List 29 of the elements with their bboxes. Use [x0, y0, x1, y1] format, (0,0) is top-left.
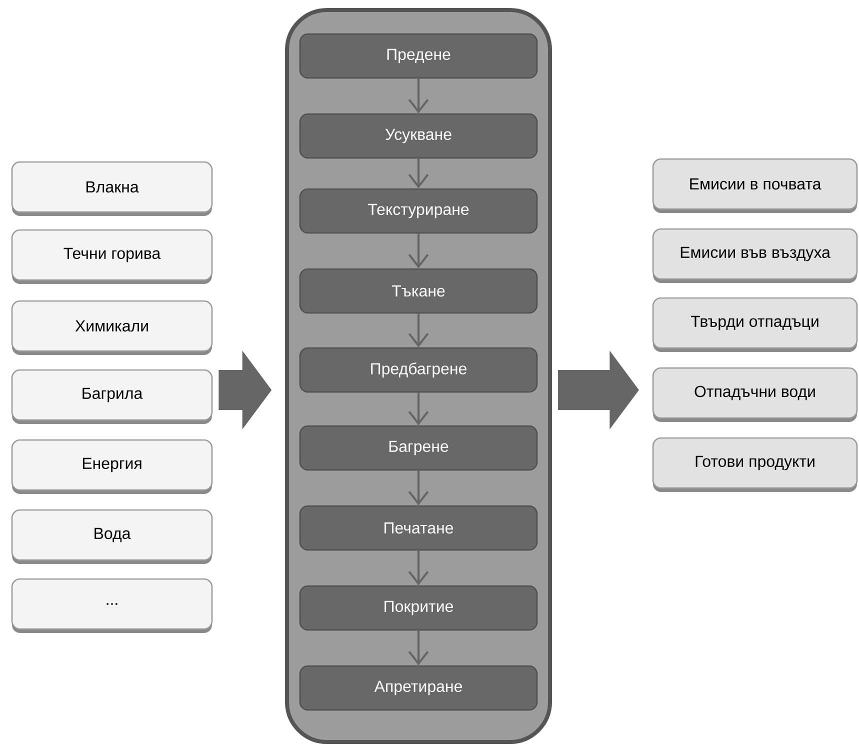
- process-step-box: Печатане: [299, 505, 538, 551]
- process-step-box: Усукване: [299, 113, 538, 159]
- input-box: Багрила: [11, 369, 213, 424]
- output-box: Отпадъчни води: [652, 367, 858, 422]
- process-step-box: Апретиране: [299, 665, 538, 711]
- arrow: [408, 158, 429, 188]
- input-box: Течни горива: [11, 229, 213, 284]
- process-step-box: Покритие: [299, 585, 538, 631]
- input-box: ...: [11, 578, 213, 633]
- process-step-box: Багрене: [299, 425, 538, 471]
- output-box: Твърди отпадъци: [652, 297, 858, 352]
- process-step-box: Текстуриране: [299, 188, 538, 234]
- arrow: [408, 550, 429, 586]
- output-box: Готови продукти: [652, 437, 858, 492]
- output-box: Емисии в почвата: [652, 158, 858, 213]
- input-box: Енергия: [11, 439, 213, 494]
- arrow: [408, 392, 429, 426]
- arrow: [408, 234, 429, 268]
- arrow: [408, 630, 429, 666]
- output-box: Емисии във въздуха: [652, 228, 858, 283]
- arrow: [408, 78, 429, 114]
- process-step-box: Тъкане: [299, 268, 538, 314]
- process-step-box: Предбагрене: [299, 347, 538, 393]
- arrow: [408, 314, 429, 348]
- arrow: [408, 470, 429, 506]
- process-step-box: Предене: [299, 33, 538, 79]
- input-box: Химикали: [11, 300, 213, 355]
- input-box: Влакна: [11, 161, 213, 216]
- input-box: Вода: [11, 509, 213, 564]
